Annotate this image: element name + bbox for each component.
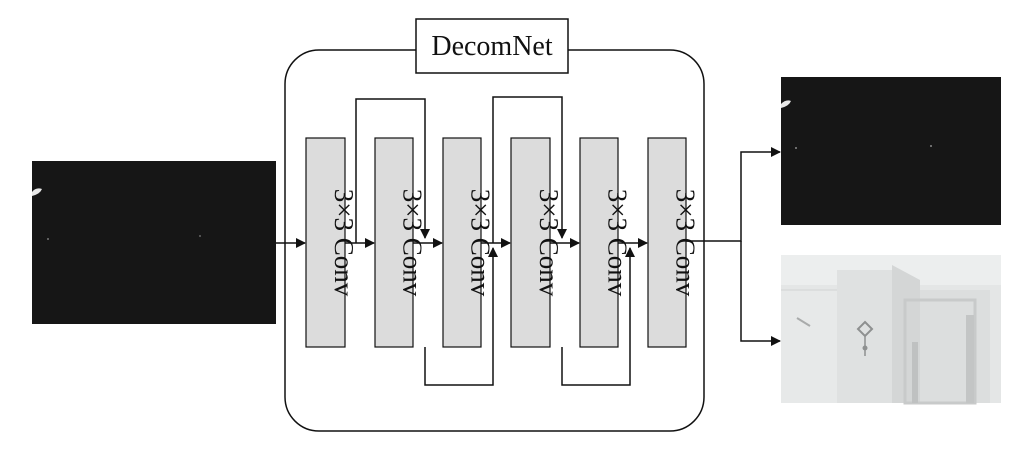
conv-layer-label: 3×3 Conv — [534, 189, 564, 297]
skip-top-1 — [355, 98, 430, 243]
network-title: DecomNet — [431, 31, 553, 62]
conv-layer-6: 3×3 Conv — [647, 137, 701, 348]
flow-arrows — [276, 147, 781, 346]
skip-connections — [355, 96, 635, 386]
skip-top-2 — [492, 96, 567, 243]
conv-layer-label: 3×3 Conv — [466, 189, 496, 297]
network-title-box: DecomNet — [415, 18, 569, 74]
conv-layer-label: 3×3 Conv — [329, 189, 359, 297]
output-split-line — [686, 147, 781, 242]
output-image-dark — [781, 77, 1001, 225]
conv-layer-label: 3×3 Conv — [603, 189, 633, 297]
conv-layer-4: 3×3 Conv — [510, 137, 564, 348]
conv-layer-2: 3×3 Conv — [374, 137, 428, 348]
input-image — [32, 161, 276, 324]
output-split-line-lower — [740, 241, 781, 346]
conv-layer-1: 3×3 Conv — [305, 137, 359, 348]
conv-layer-label: 3×3 Conv — [398, 189, 428, 297]
skip-bottom-2 — [561, 247, 635, 386]
conv-layer-label: 3×3 Conv — [671, 189, 701, 297]
skip-bottom-1 — [424, 247, 498, 386]
output-image-light — [781, 255, 1001, 405]
conv-layer-5: 3×3 Conv — [579, 137, 633, 348]
conv-layer-3: 3×3 Conv — [442, 137, 496, 348]
